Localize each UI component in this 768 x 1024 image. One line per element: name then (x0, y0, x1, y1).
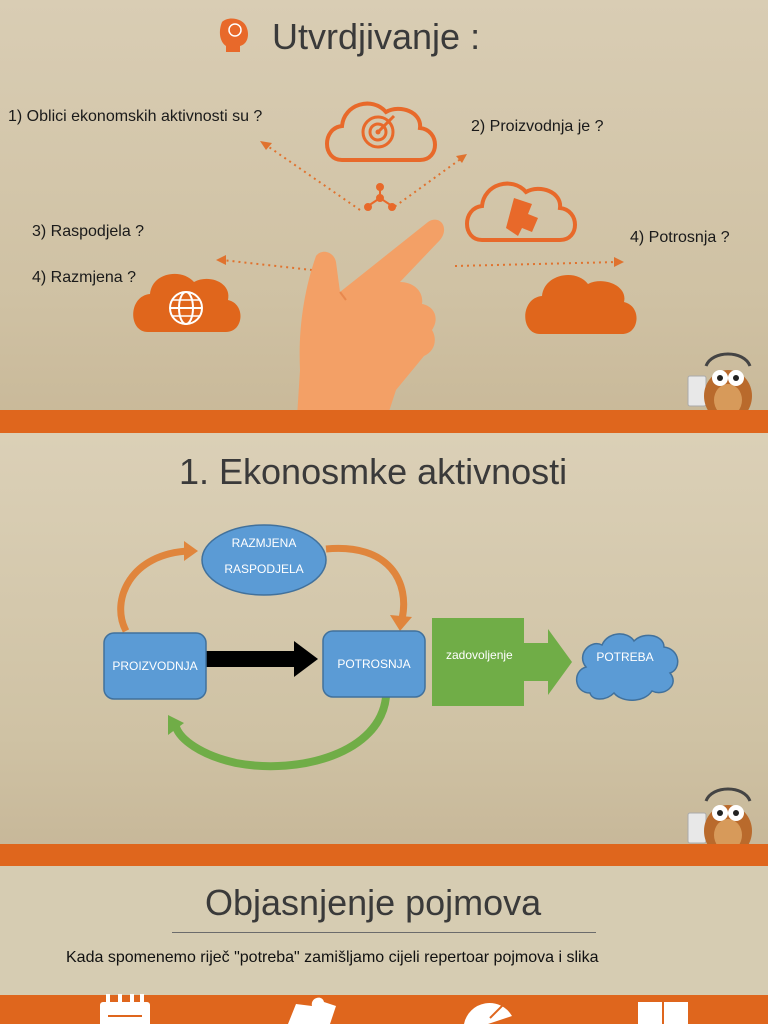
exchange-label-1: RAZMJENA (231, 536, 297, 550)
network-icon (364, 183, 396, 211)
arrow-exchange-to-consumption (325, 544, 408, 620)
question-4-exchange: 4) Razmjena ? (32, 269, 137, 286)
brain-head-icon (219, 18, 248, 52)
cycle-diagram (103, 524, 679, 771)
notepad-icon (100, 994, 150, 1024)
slide3-icons (100, 994, 688, 1024)
consumption-label: POTROSNJA (337, 657, 411, 671)
slide2-title: 1. Ekonosmke aktivnosti (179, 451, 568, 492)
exchange-ellipse (201, 524, 327, 596)
pointing-hand-icon (296, 219, 445, 433)
target-cloud-icon (325, 101, 437, 162)
puzzle-icon (288, 997, 336, 1024)
owl-mascot-icon (687, 352, 754, 422)
question-1: 1) Oblici ekonomskih aktivnosti su ? (8, 108, 263, 125)
production-box (103, 632, 207, 700)
owl-mascot-icon-2 (687, 787, 754, 857)
satisfaction-label: zadovoljenje (446, 648, 513, 662)
slide3-body: Kada spomenemo riječ "potreba" zamišljam… (66, 949, 599, 966)
book-icon (638, 1002, 688, 1024)
puzzle-cloud-icon (465, 181, 577, 242)
production-label: PROIZVODNJA (112, 659, 198, 673)
dotted-arrows (221, 144, 619, 271)
arrow-heads (216, 141, 624, 267)
title-underline (172, 932, 596, 933)
slide-economic-activities: 1. Ekonosmke aktivnosti RAZMJENA RASPODJ… (0, 433, 768, 866)
arrow-production-to-exchange (117, 547, 191, 633)
arrow-consumption-to-production (172, 696, 390, 771)
need-label: POTREBA (596, 650, 654, 664)
slide1-graphics (133, 18, 637, 433)
slide3-title: Objasnjenje pojmova (205, 882, 542, 923)
pie-chart-icon (464, 997, 512, 1024)
slide-review: Utvrdjivanje : 1) Oblici ekonomskih akti… (0, 0, 768, 433)
question-4-consumption: 4) Potrosnja ? (630, 229, 730, 246)
slide-terms: Objasnjenje pojmova Kada spomenemo riječ… (0, 866, 768, 1024)
globe-cloud-icon (133, 273, 241, 332)
consumption-box (322, 630, 426, 698)
exchange-label-2: RASPODJELA (224, 562, 304, 576)
slide2-accent-bar (0, 844, 768, 866)
plain-cloud-icon (525, 274, 637, 334)
slide1-accent-bar (0, 410, 768, 433)
question-2: 2) Proizvodnja je ? (471, 118, 604, 135)
question-3: 3) Raspodjela ? (32, 223, 145, 240)
arrow-production-to-consumption (206, 651, 296, 667)
need-cloud (576, 633, 679, 701)
satisfaction-block (432, 618, 524, 706)
slide1-title: Utvrdjivanje : (272, 16, 481, 57)
